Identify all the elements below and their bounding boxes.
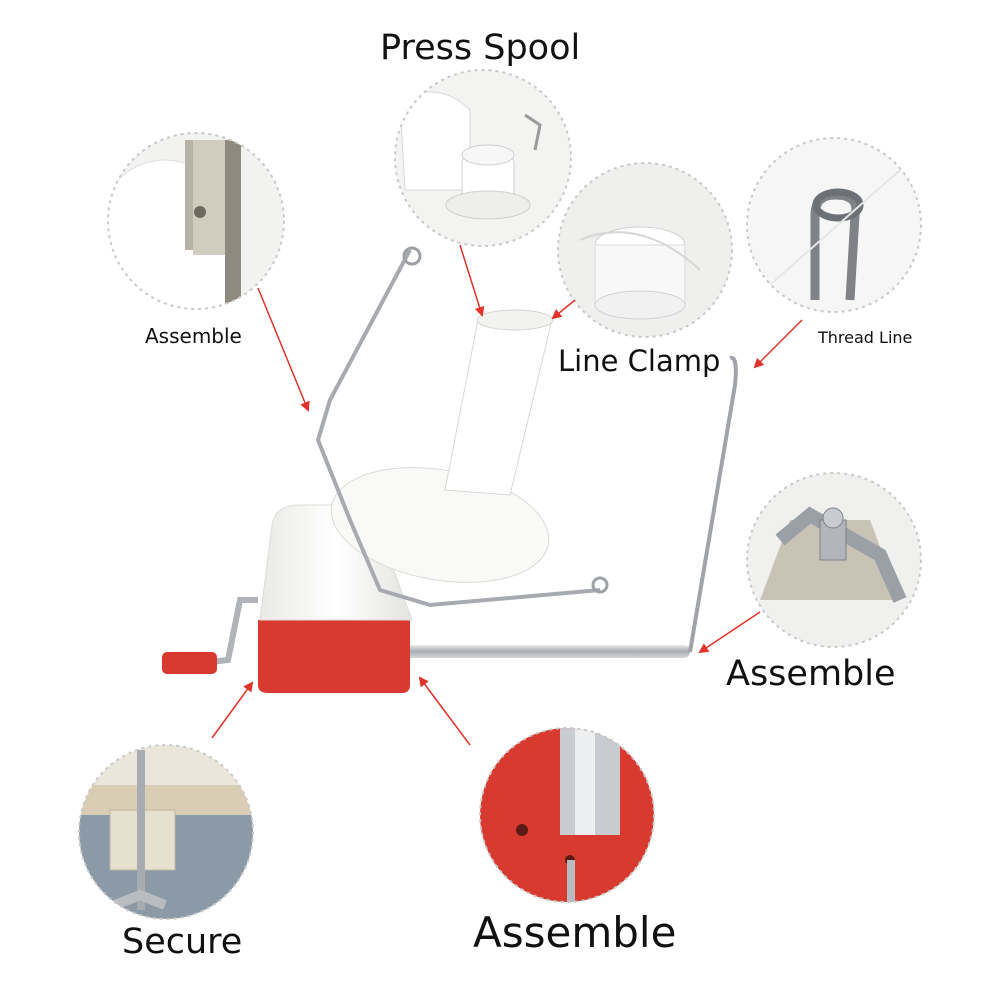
label-secure: Secure	[122, 922, 243, 962]
crank-handle	[162, 652, 217, 674]
label-line-clamp: Line Clamp	[558, 344, 721, 378]
detail-circle-assemble-top-left	[107, 132, 285, 310]
spool-cone	[444, 319, 553, 496]
tension-wire	[315, 249, 601, 608]
detail-circle-assemble-bottom	[479, 727, 655, 903]
arrow-line-clamp	[551, 299, 576, 320]
arrow-secure	[211, 681, 254, 739]
label-assemble-top-left: Assemble	[145, 324, 242, 348]
arrow-thread-line	[753, 319, 803, 369]
label-assemble-bottom: Assemble	[473, 908, 677, 957]
detail-circle-line-clamp	[557, 162, 733, 338]
arrow-assemble-top-left	[257, 287, 310, 412]
crank-arm	[209, 597, 258, 665]
arrow-assemble-bottom	[418, 676, 471, 746]
label-press-spool: Press Spool	[380, 28, 581, 68]
arrow-assemble-right	[698, 611, 761, 654]
detail-circle-assemble-right	[746, 472, 922, 648]
label-thread-line: Thread Line	[818, 328, 913, 347]
detail-circle-press-spool	[394, 69, 572, 247]
arrow-press-spool	[459, 244, 485, 317]
red-base	[258, 620, 410, 693]
thread-guide-wire	[688, 355, 738, 653]
yarn-winder	[162, 246, 738, 693]
pointer-arrows	[211, 244, 803, 746]
label-assemble-right: Assemble	[726, 654, 896, 694]
arm-rod	[385, 645, 690, 658]
detail-circle-thread-line	[746, 137, 922, 313]
detail-circle-secure	[78, 744, 254, 920]
